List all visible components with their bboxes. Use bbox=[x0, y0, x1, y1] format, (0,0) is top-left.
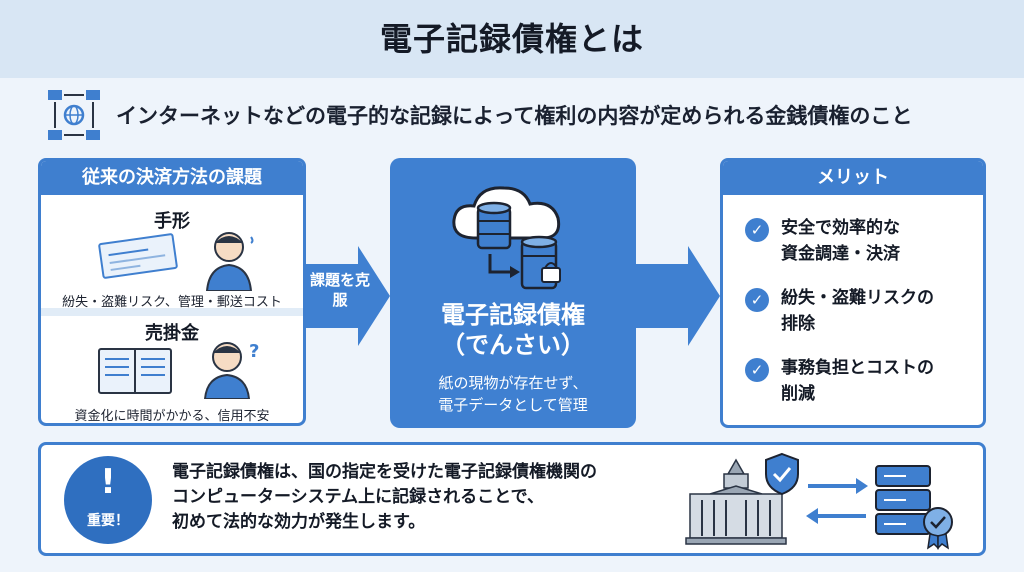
important-line1: 電子記録債権は、国の指定を受けた電子記録債権機関の bbox=[172, 462, 597, 482]
merit-arrow bbox=[636, 246, 720, 346]
merit-text: 削減 bbox=[781, 384, 815, 404]
merit-text: 安全で効率的な bbox=[781, 218, 900, 238]
panel-divider bbox=[41, 308, 303, 316]
merits-panel: メリット ✓ 安全で効率的な 資金調達・決済 ✓ 紛失・盗難リスクの 排除 ✓ … bbox=[720, 158, 986, 428]
server-certificate-icon bbox=[875, 465, 953, 550]
ledger-icon bbox=[98, 348, 172, 394]
important-text: 電子記録債権は、国の指定を受けた電子記録債権機関の コンピューターシステム上に記… bbox=[172, 460, 597, 535]
cloud-database-icon bbox=[452, 186, 561, 290]
densai-title: 電子記録債権 （でんさい） bbox=[390, 300, 636, 360]
exchange-arrows-icon bbox=[806, 478, 868, 524]
merit-item: ✓ 安全で効率的な 資金調達・決済 bbox=[745, 215, 971, 267]
densai-title-line2: （でんさい） bbox=[441, 331, 585, 359]
merit-text: 資金調達・決済 bbox=[781, 244, 900, 264]
definition-text: インターネットなどの電子的な記録によって権利の内容が定められる金銭債権のこと bbox=[116, 104, 913, 128]
worried-person-icon bbox=[205, 232, 254, 291]
page-title: 電子記録債権とは bbox=[379, 20, 644, 58]
check-icon: ✓ bbox=[745, 288, 769, 312]
merit-item: ✓ 紛失・盗難リスクの 排除 bbox=[745, 285, 971, 337]
exclamation-icon: ! bbox=[100, 462, 116, 502]
important-badge bbox=[64, 456, 152, 544]
important-label: 重要！ bbox=[87, 513, 129, 529]
important-line2: コンピューターシステム上に記録されることで、 bbox=[172, 487, 544, 507]
merits-header: メリット bbox=[723, 161, 983, 195]
receivable-caption: 資金化に時間がかかる、信用不安 bbox=[74, 409, 270, 424]
important-panel bbox=[38, 442, 986, 556]
title-bar bbox=[0, 0, 1024, 78]
densai-description: 紙の現物が存在せず、 電子データとして管理 bbox=[390, 372, 636, 416]
check-icon: ✓ bbox=[745, 218, 769, 242]
bill-title: 手形 bbox=[154, 211, 190, 232]
merit-text: 紛失・盗難リスクの bbox=[781, 288, 934, 308]
traditional-issues-panel: 従来の決済方法の課題 手形 紛失・盗難リスク、管理・郵送コスト 売掛金 ? 資金… bbox=[38, 158, 306, 426]
bill-caption: 紛失・盗難リスク、管理・郵送コスト bbox=[62, 295, 282, 310]
svg-text:?: ? bbox=[249, 341, 259, 362]
densai-desc-line1: 紙の現物が存在せず、 bbox=[438, 374, 588, 392]
densai-desc-line2: 電子データとして管理 bbox=[438, 396, 588, 414]
merit-text: 事務負担とコストの bbox=[781, 358, 934, 378]
overcome-arrow bbox=[306, 246, 390, 346]
merit-item: ✓ 事務負担とコストの 削減 bbox=[745, 355, 971, 407]
merit-text: 排除 bbox=[781, 314, 815, 334]
check-icon: ✓ bbox=[745, 358, 769, 382]
network-icon bbox=[48, 90, 100, 140]
question-person-icon: ? bbox=[203, 341, 259, 399]
check-bill-icon bbox=[98, 233, 178, 279]
overcome-label: 課題を克服 bbox=[309, 271, 370, 309]
shield-check-icon bbox=[765, 452, 799, 496]
government-building-icon bbox=[685, 458, 787, 545]
receivable-title: 売掛金 bbox=[145, 323, 199, 344]
traditional-issues-header: 従来の決済方法の課題 bbox=[41, 161, 303, 195]
densai-title-line1: 電子記録債権 bbox=[441, 301, 585, 329]
important-line3: 初めて法的な効力が発生します。 bbox=[172, 512, 426, 532]
